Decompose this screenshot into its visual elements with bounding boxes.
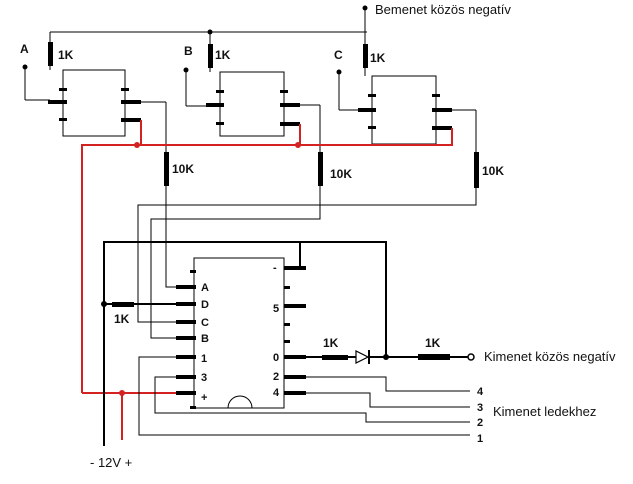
input-b-terminal	[183, 67, 189, 73]
ic-pin-left-6: +	[201, 392, 207, 404]
resistor-out2	[418, 354, 450, 360]
input-common-negative-bus	[49, 5, 368, 44]
switch-box-a	[62, 69, 126, 137]
resistor-d-group	[112, 302, 134, 307]
resistor-c-label: 1K	[370, 51, 386, 65]
output-3-label: 3	[477, 402, 483, 414]
positive-supply-bus	[81, 120, 453, 440]
diode-icon	[355, 350, 370, 364]
resistor-out-label: 1K	[323, 336, 339, 350]
decoder-ic	[176, 257, 306, 409]
output-2-label: 2	[477, 417, 483, 429]
resistor-out	[322, 355, 348, 360]
led-output-lines	[138, 356, 470, 436]
channel-a	[22, 42, 167, 152]
switch-box-c	[371, 75, 437, 145]
resistor-10k-1	[164, 152, 169, 186]
resistor-b-label: 1K	[215, 48, 231, 62]
ic-pin-left-1: D	[201, 299, 209, 311]
resistor-out2-label: 1K	[425, 336, 441, 350]
ic-body	[193, 257, 285, 409]
channel-c	[336, 44, 477, 152]
ic-pin-left-0: A	[201, 282, 209, 294]
resistor-a-label: 1K	[58, 48, 74, 62]
ic-pin-right-3: 2	[273, 371, 279, 383]
channel-b	[183, 44, 321, 152]
resistor-b	[208, 44, 213, 68]
pull-resistors	[137, 152, 479, 339]
resistor-a	[48, 42, 53, 66]
ic-pin-right-1: 5	[273, 303, 279, 315]
resistor-10k-3-label: 10K	[482, 164, 504, 178]
output-1-label: 1	[477, 433, 483, 445]
resistor-10k-2-label: 10K	[330, 167, 352, 181]
ic-pin-right-2: 0	[273, 352, 279, 364]
supply-label: - 12V +	[90, 455, 132, 470]
ic-pin-left-2: C	[201, 317, 209, 329]
output-common-negative-label: Kimenet közös negatív	[484, 349, 616, 364]
switch-box-b	[219, 71, 285, 137]
ic-pin-left-3: B	[201, 333, 209, 345]
resistor-10k-1-label: 10K	[172, 162, 194, 176]
output-common-negative-terminal	[467, 353, 475, 361]
input-a-label: A	[20, 42, 29, 56]
ic-pin-right-4: 4	[273, 387, 280, 399]
resistor-c	[363, 44, 368, 68]
output-leds-label: Kimenet ledekhez	[493, 404, 596, 419]
ic-notch	[227, 395, 253, 409]
output-path	[306, 350, 475, 364]
input-c-label: C	[334, 48, 343, 62]
negative-rail	[101, 241, 387, 446]
output-4-label: 4	[477, 386, 484, 398]
input-a-terminal	[22, 64, 28, 70]
resistor-10k-3	[474, 152, 479, 188]
ic-pin-left-5: 3	[201, 372, 207, 384]
ic-pin-right-0: -	[273, 262, 277, 274]
input-b-label: B	[184, 44, 193, 58]
input-c-terminal	[336, 69, 342, 75]
ic-pin-left-4: 1	[201, 353, 207, 365]
resistor-d	[112, 302, 134, 307]
input-common-negative-label: Bemenet közös negatív	[375, 2, 511, 17]
resistor-d-label: 1K	[114, 312, 130, 326]
resistor-10k-2	[318, 152, 323, 186]
